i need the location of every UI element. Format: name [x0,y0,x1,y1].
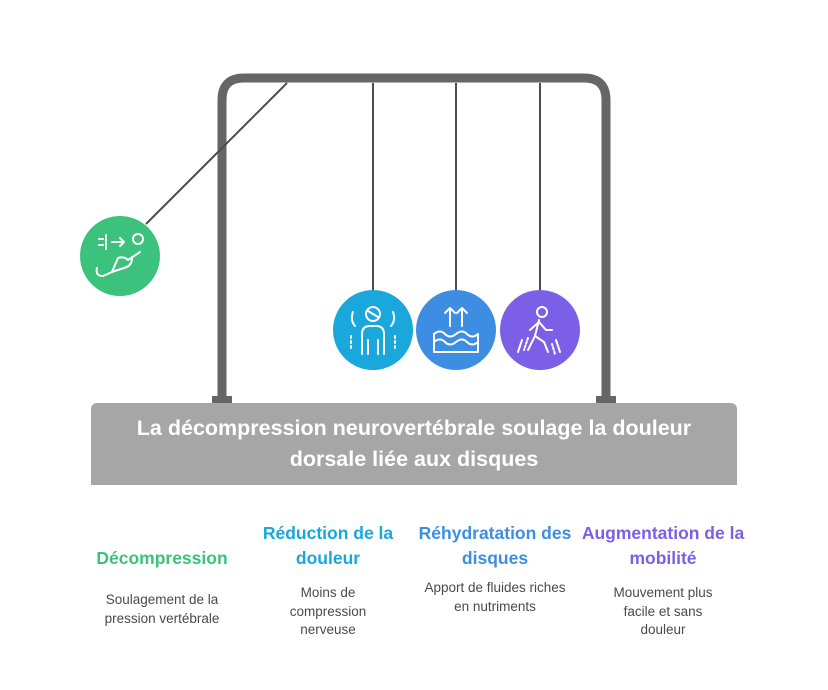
ball-rehydratation [416,290,496,370]
column-description: Apport de fluides riches en nutriments [424,580,566,614]
column-title: Réhydratation des disques [418,523,572,568]
string-swinging [145,82,288,225]
frame-foot-left [212,396,232,404]
column-description: Soulagement de la pression vertébrale [104,592,220,626]
column-title: Réduction de la douleur [262,523,394,568]
walking-person-icon [517,306,561,355]
ball-augmentation-mobilite [500,290,580,370]
column-title: Augmentation de la mobilité [581,523,745,568]
frame-foot-right [596,396,616,404]
column-description: Moins de compression nerveuse [289,585,367,637]
column-description: Mouvement plus facile et sans douleur [613,585,713,637]
diagram-title: La décompression neurovertébrale soulage… [136,416,692,471]
reclining-person-icon [95,233,144,277]
column-title: Décompression [96,547,228,568]
diagram-title-banner: La décompression neurovertébrale soulage… [91,403,737,485]
ball-reduction-douleur [333,290,413,370]
column-decompression: Décompression Soulagement de la pression… [77,533,247,628]
relieved-person-icon [350,306,396,355]
column-augmentation-mobilite: Augmentation de la mobilité Mouvement pl… [578,521,748,640]
column-reduction-douleur: Réduction de la douleur Moins de compres… [243,521,413,640]
water-waves-icon [433,307,479,353]
cradle-frame [217,73,611,398]
column-rehydratation: Réhydratation des disques Apport de flui… [410,521,580,616]
ball-decompression [80,216,160,296]
